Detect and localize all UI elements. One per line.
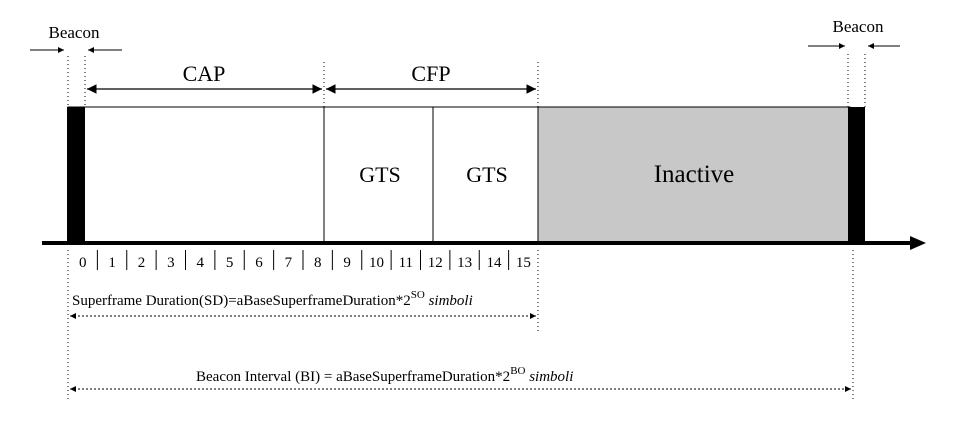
beacon-left-block <box>67 107 85 242</box>
superframe-duration-exponent: SO <box>411 289 425 301</box>
slot-number: 15 <box>516 255 531 271</box>
slot-number: 7 <box>285 255 293 271</box>
slot-number: 3 <box>167 255 175 271</box>
beacon-left-label: Beacon <box>49 23 100 42</box>
slot-number: 2 <box>138 255 146 271</box>
beacon-interval-exponent: BO <box>510 365 525 377</box>
slot-number: 8 <box>314 255 322 271</box>
superframe-duration-unit: simboli <box>429 293 473 309</box>
slot-number: 0 <box>79 255 87 271</box>
slot-number: 1 <box>108 255 116 271</box>
gts-2-label: GTS <box>466 162 508 187</box>
slot-number: 10 <box>369 255 384 271</box>
inactive-label: Inactive <box>654 161 735 188</box>
guide-lines <box>67 54 866 402</box>
inactive-period <box>537 106 851 243</box>
slot-number: 11 <box>399 255 413 271</box>
slot-number: 5 <box>226 255 234 271</box>
beacon-right-block <box>848 107 865 242</box>
gts-1-label: GTS <box>359 162 401 187</box>
superframe-duration-text: Superframe Duration(SD)=aBaseSuperframeD… <box>72 293 411 309</box>
superframe-duration-formula: Superframe Duration(SD)=aBaseSuperframeD… <box>72 289 473 309</box>
beacon-interval-formula: Beacon Interval (BI) = aBaseSuperframeDu… <box>196 365 573 385</box>
slot-number: 13 <box>457 255 472 271</box>
beacon-interval-text: Beacon Interval (BI) = aBaseSuperframeDu… <box>196 369 510 385</box>
beacon-right-label: Beacon <box>833 17 884 36</box>
cfp-label: CFP <box>411 61 450 86</box>
slot-number: 6 <box>255 255 263 271</box>
time-axis-arrowhead <box>910 236 926 250</box>
slot-number: 9 <box>343 255 351 271</box>
slot-number: 4 <box>196 255 204 271</box>
slot-number: 12 <box>428 255 443 271</box>
cap-label: CAP <box>183 61 226 86</box>
slot-number: 14 <box>486 255 502 271</box>
beacon-interval-unit: simboli <box>529 369 573 385</box>
